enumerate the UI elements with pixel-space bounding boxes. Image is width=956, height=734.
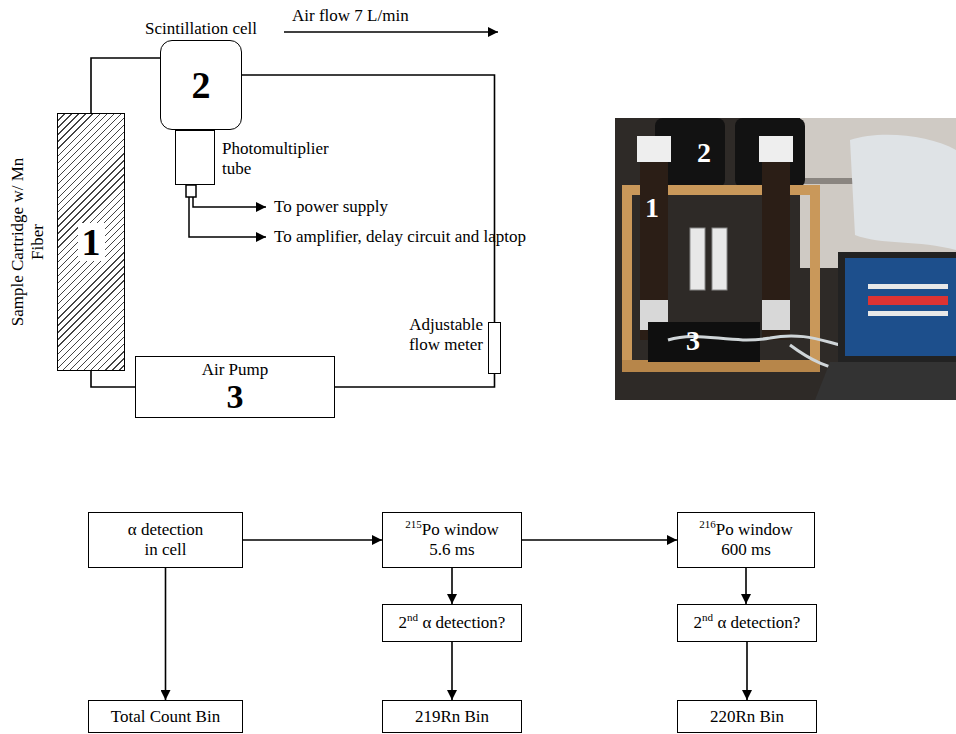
bin-box: 220Rn Bin — [677, 700, 817, 733]
flow-arrow — [243, 539, 382, 541]
node-text: Air Pump — [202, 360, 269, 380]
signal-wire — [189, 197, 266, 237]
power-wire — [193, 197, 266, 207]
tube-line — [242, 75, 495, 322]
node-text: 2 — [192, 66, 211, 104]
node-text: 220Rn Bin — [681, 707, 813, 727]
scintillation-cell: 2Scintillation cell — [160, 40, 242, 130]
sample-cartridge: 1Sample Cartridge w/ Mn Fiber — [57, 113, 125, 371]
flow-arrow — [746, 642, 748, 700]
flow-arrow — [451, 568, 453, 604]
node-heading: Scintillation cell — [145, 20, 257, 38]
node-text: 2nd α detection? — [681, 613, 813, 633]
flow-meter: Adjustable flow meter — [488, 322, 501, 374]
process-box: 215Po window 5.6 ms — [382, 512, 522, 568]
node-text: 216Po window 600 ms — [692, 520, 800, 560]
decision-box: 2nd α detection? — [677, 604, 817, 642]
air-pump: Air Pump3 — [135, 356, 335, 418]
air-flow-arrow — [284, 31, 498, 33]
node-heading: Sample Cartridge w/ Mn Fiber — [8, 157, 48, 327]
apparatus-photo — [615, 118, 956, 400]
flow-arrow — [522, 539, 677, 541]
node-text: α detection in cell — [123, 520, 209, 560]
callout-number: 2 — [697, 138, 711, 168]
node-text: Total Count Bin — [93, 707, 238, 727]
process-box: 216Po window 600 ms — [677, 512, 815, 568]
node-text: 215Po window 5.6 ms — [398, 520, 506, 560]
tube-line — [335, 374, 495, 387]
node-heading: Adjustable flow meter — [383, 315, 483, 355]
tube-line — [91, 58, 160, 113]
process-box: α detection in cell — [88, 512, 243, 568]
pmt-connector — [186, 185, 196, 197]
node-text: 219Rn Bin — [386, 707, 518, 727]
flow-arrow — [451, 642, 453, 700]
flow-label: Air flow 7 L/min — [292, 6, 409, 26]
bin-box: 219Rn Bin — [382, 700, 522, 733]
photomultiplier-tube: Photomultiplier tube — [175, 130, 215, 185]
wire-label: To power supply — [274, 197, 388, 217]
wire-label: To amplifier, delay circuit and laptop — [274, 227, 526, 247]
callout-number: 3 — [686, 326, 700, 356]
decision-box: 2nd α detection? — [382, 604, 522, 642]
tube-line — [91, 371, 135, 387]
callout-number: 1 — [645, 193, 659, 223]
node-text: 1 — [78, 223, 105, 261]
flow-arrow — [745, 568, 747, 604]
node-text: 2nd α detection? — [386, 613, 518, 633]
bin-box: Total Count Bin — [88, 700, 243, 733]
node-text: 3 — [227, 380, 244, 414]
node-heading: Photomultiplier tube — [222, 139, 344, 179]
flow-arrow — [165, 568, 167, 700]
